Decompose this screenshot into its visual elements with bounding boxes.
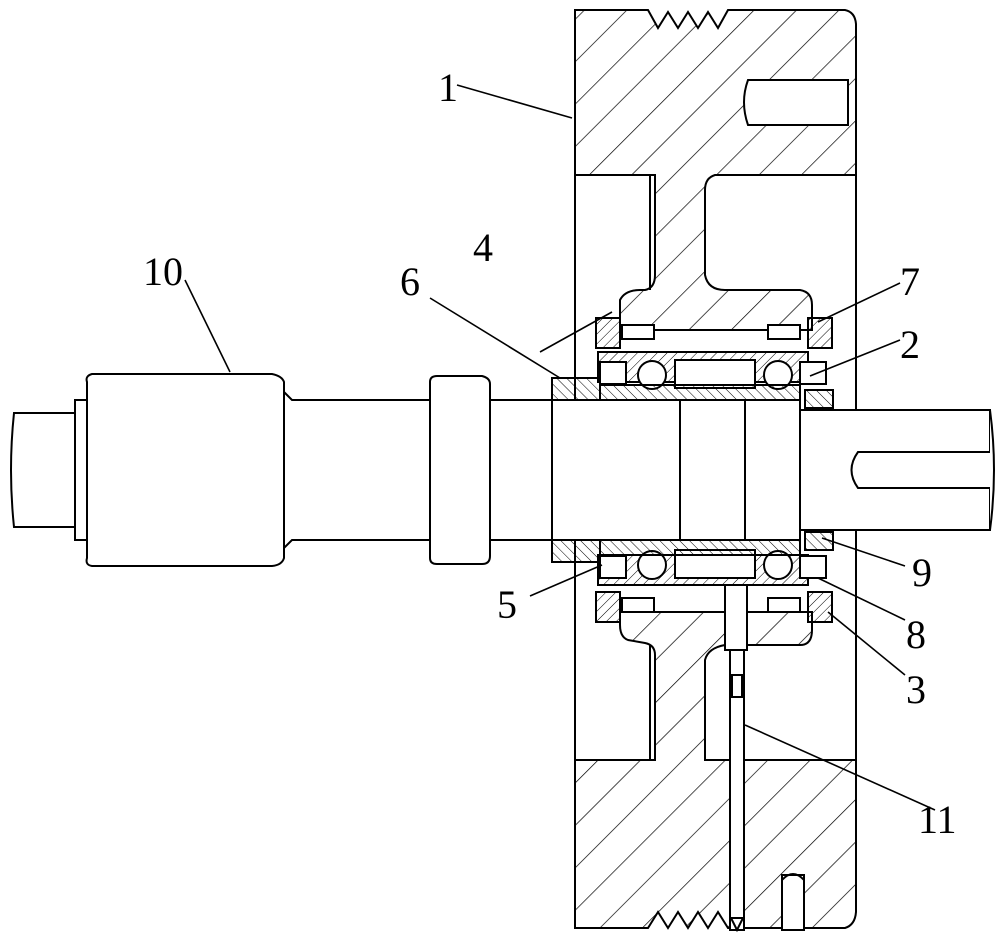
callout-7: 7	[900, 262, 920, 302]
callout-10: 10	[143, 252, 183, 292]
callout-4: 4	[473, 228, 493, 268]
callout-5: 5	[497, 585, 517, 625]
shaft	[11, 374, 994, 566]
callout-9: 9	[912, 553, 932, 593]
callout-3: 3	[906, 670, 926, 710]
callout-8: 8	[906, 615, 926, 655]
callout-11: 11	[918, 800, 957, 840]
callout-2: 2	[900, 325, 920, 365]
callout-6: 6	[400, 262, 420, 302]
callout-1: 1	[438, 68, 458, 108]
